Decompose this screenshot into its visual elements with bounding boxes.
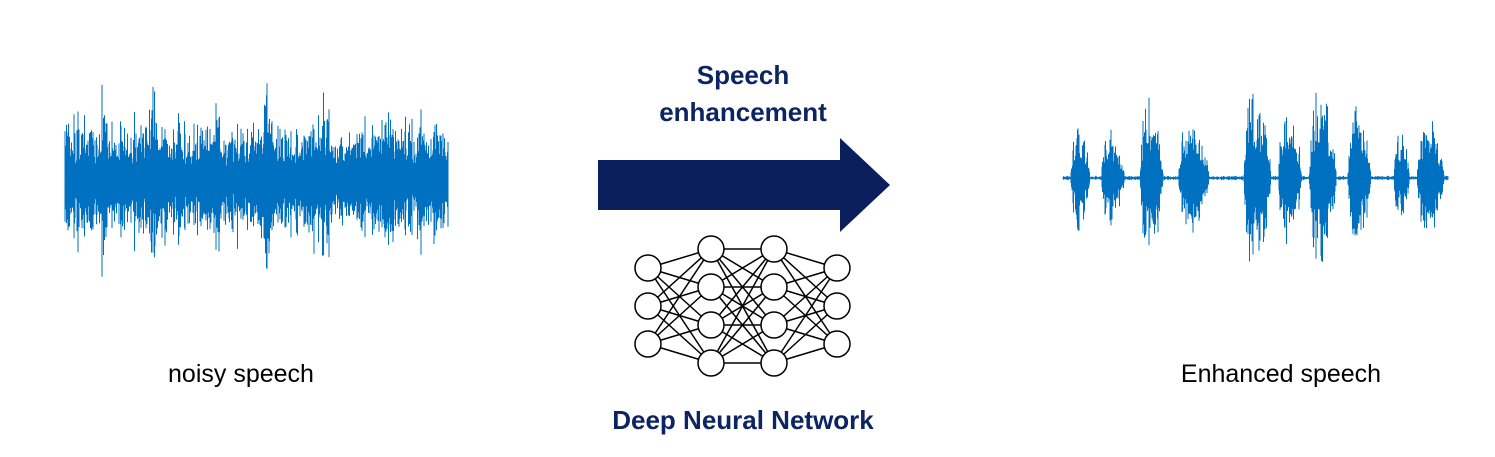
model-label: Deep Neural Network [612, 405, 874, 435]
network-node [634, 254, 662, 282]
network-node [634, 330, 662, 358]
network-connection [710, 286, 775, 364]
network-node [823, 254, 851, 282]
network-node [760, 235, 788, 263]
network-connection [710, 248, 775, 364]
network-node [760, 349, 788, 377]
noisy-speech-label: noisy speech [168, 360, 314, 388]
process-title-line2: enhancement [659, 97, 827, 127]
network-node [697, 273, 725, 301]
enhanced-speech-label: Enhanced speech [1180, 360, 1382, 388]
network-node [697, 311, 725, 339]
network-connection [773, 267, 838, 364]
network-node [634, 292, 662, 320]
enhanced-speech-waveform [1062, 92, 1449, 262]
network-connection [647, 286, 712, 345]
network-connection [647, 248, 712, 307]
network-node [823, 292, 851, 320]
neural-network-icon [634, 235, 851, 377]
network-connection [773, 267, 838, 326]
process-title: Speech enhancement [659, 57, 827, 131]
network-node [760, 273, 788, 301]
network-node [823, 330, 851, 358]
network-node [760, 311, 788, 339]
network-node [697, 349, 725, 377]
network-connection [647, 248, 712, 345]
process-title-line1: Speech [696, 60, 790, 90]
network-connection [773, 305, 838, 364]
network-connection [710, 248, 775, 326]
process-arrow [598, 138, 890, 232]
noisy-speech-waveform [64, 83, 449, 277]
network-node [697, 235, 725, 263]
